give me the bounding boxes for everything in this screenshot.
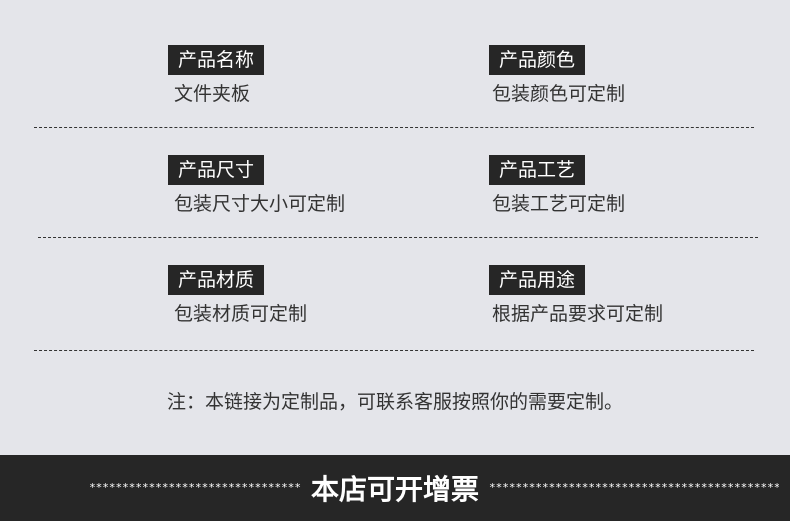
spec-label-usage: 产品用途: [489, 265, 586, 295]
spec-label-craft: 产品工艺: [489, 155, 586, 185]
custom-note: 注：本链接为定制品，可联系客服按照你的需要定制。: [167, 391, 624, 413]
spec-value-usage: 根据产品要求可定制: [492, 303, 664, 325]
invoice-banner: ******************************** 本店可开增票 …: [0, 455, 790, 521]
spec-value-size: 包装尺寸大小可定制: [174, 193, 346, 215]
invoice-title: 本店可开增票: [310, 473, 479, 506]
spec-label-color: 产品颜色: [489, 45, 586, 75]
spec-value-color: 包装颜色可定制: [492, 83, 626, 105]
spec-label-name: 产品名称: [168, 45, 265, 75]
spec-value-craft: 包装工艺可定制: [492, 193, 626, 215]
spec-label-size: 产品尺寸: [168, 155, 265, 185]
star-decoration-right: ****************************************…: [489, 481, 779, 494]
divider: [34, 127, 754, 128]
spec-label-material: 产品材质: [168, 265, 265, 295]
spec-value-name: 文件夹板: [174, 83, 251, 105]
spec-value-material: 包装材质可定制: [174, 303, 308, 325]
star-decoration-left: ********************************: [89, 481, 301, 494]
divider: [38, 237, 758, 238]
divider: [34, 350, 754, 351]
